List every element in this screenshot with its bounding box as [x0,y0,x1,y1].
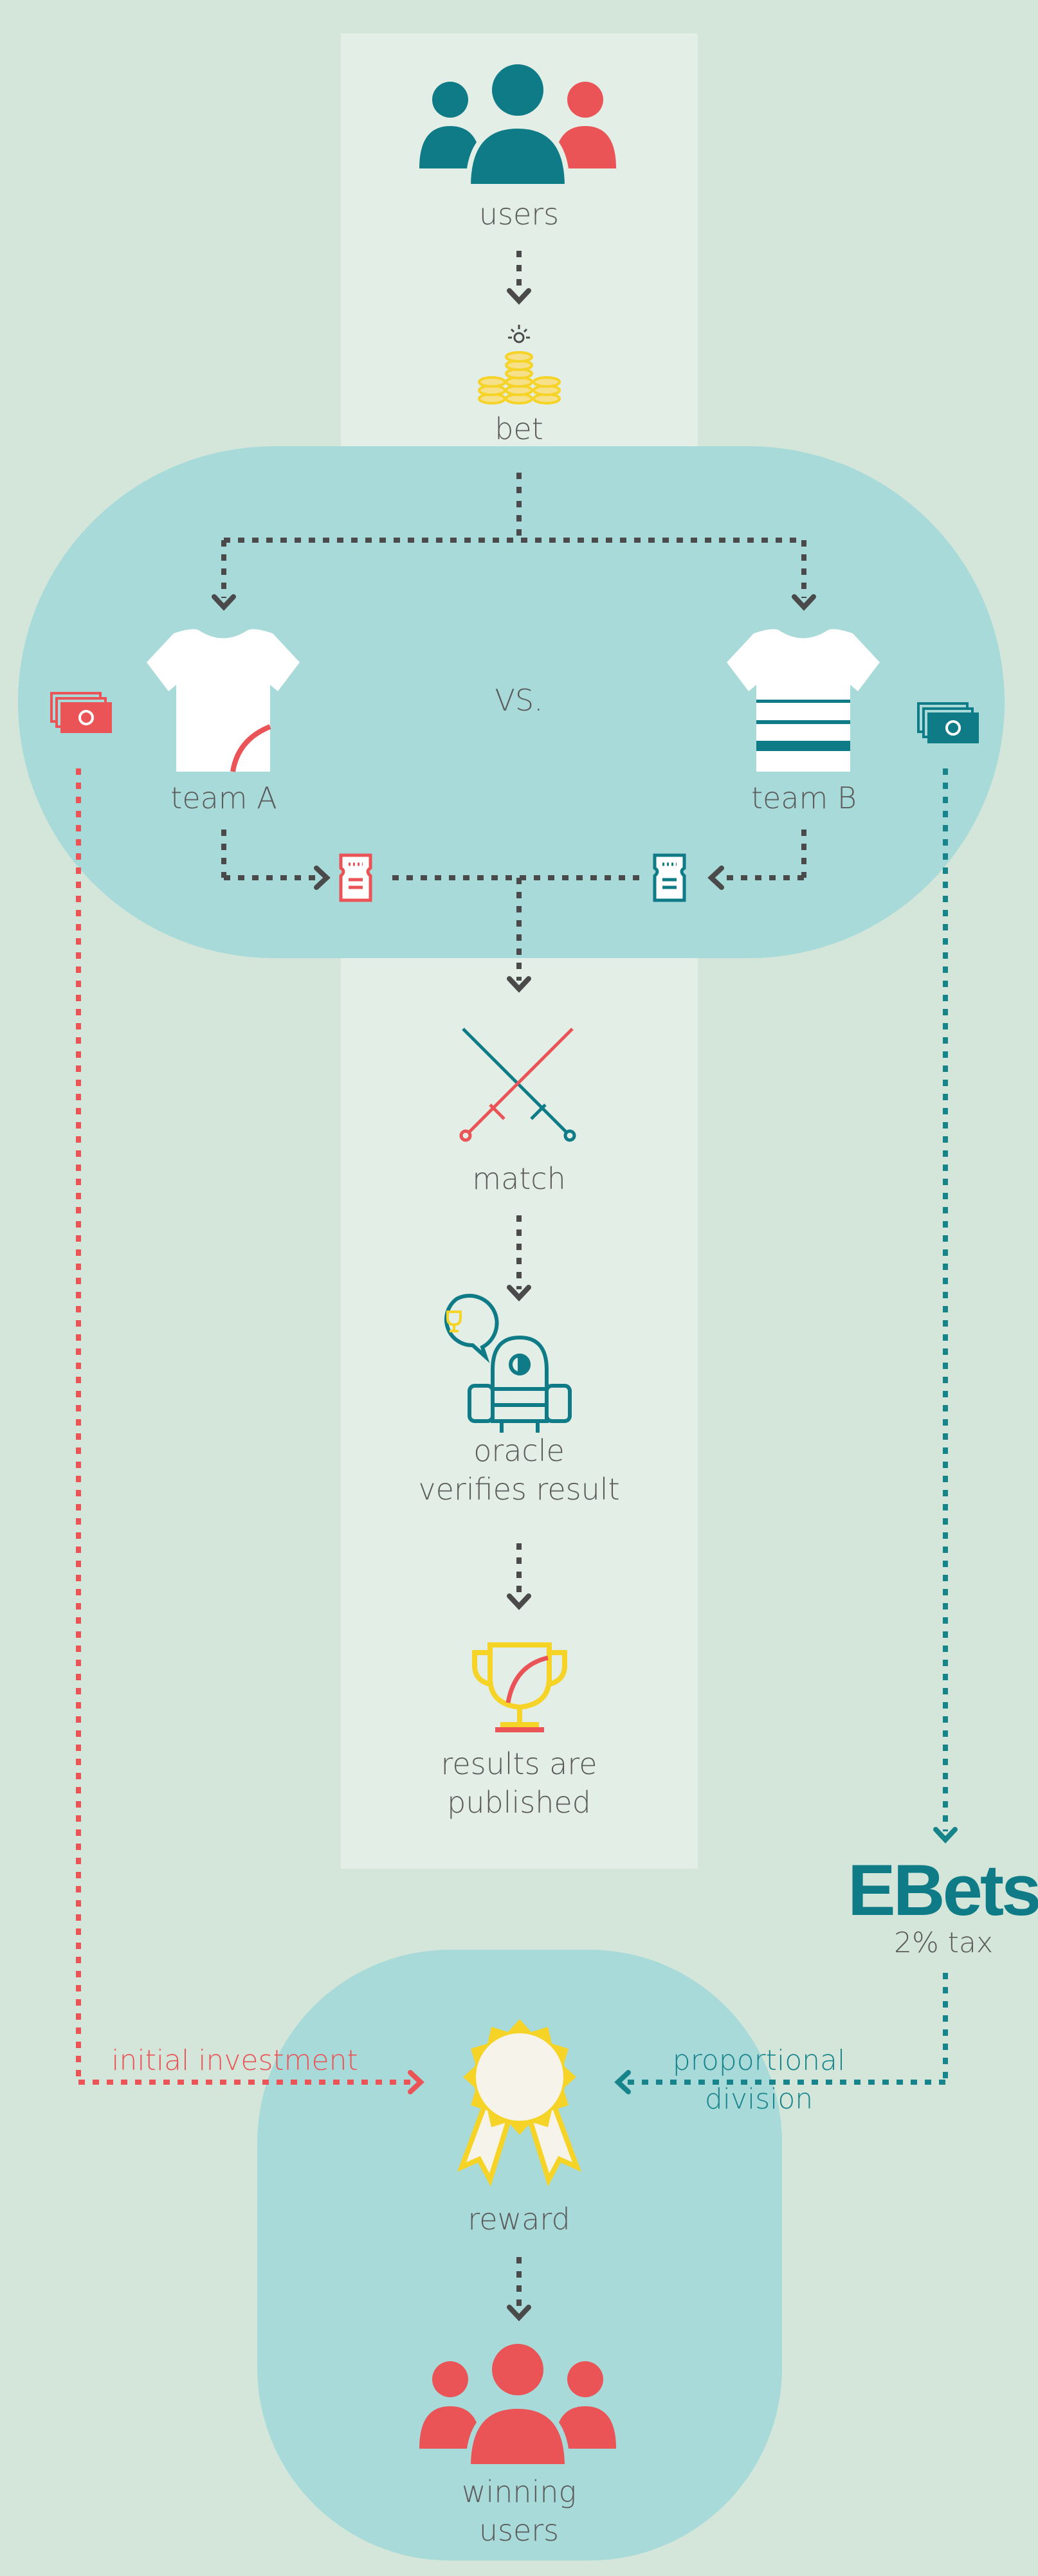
users-icon [419,59,616,189]
arrowhead [707,866,724,890]
tshirt-icon [727,629,880,772]
node-winning-line2: users [478,2513,560,2548]
node-results-line2: published [447,1785,591,1820]
node-team-b: team B [751,781,857,815]
arrowhead [507,2305,531,2321]
arrowhead [507,1285,531,1302]
arrow-teams-tickets [221,830,806,981]
node-team-a: team A [170,781,277,815]
robot-icon [444,1294,572,1433]
arrowhead [507,288,531,305]
edge-proportional-line2: division [704,2083,814,2116]
arrowhead [792,594,816,611]
tshirt-icon [147,629,300,772]
swords-icon [459,1028,576,1142]
node-reward: reward [468,2202,570,2236]
arrowhead [212,594,236,611]
arrow-initial-investment [76,768,412,2085]
node-bet: bet [495,412,543,446]
ticket-icon [653,853,686,902]
tax-label: 2% tax [894,1927,994,1959]
medal-icon [457,2019,582,2187]
cash-icon [917,702,979,743]
edge-initial-investment: initial investment [111,2044,358,2077]
ebets-logo: EBets [848,1850,1038,1930]
arrowhead [614,2070,631,2094]
node-match: match [472,1161,566,1196]
node-users: users [478,197,560,231]
winning-users-icon [419,2339,616,2469]
edge-proportional-line1: proportional [672,2044,846,2077]
trophy-icon [472,1642,567,1732]
arrowhead [408,2070,424,2094]
node-results-line1: results are [441,1746,597,1781]
ticket-icon [339,853,372,902]
cash-icon [50,692,112,733]
arrowhead [314,866,331,890]
node-oracle-line2: verifies result [418,1472,620,1507]
vs-label: VS. [495,683,543,718]
arrow-tax-path [627,768,948,2085]
node-oracle-line1: oracle [473,1433,565,1468]
coins-icon [478,325,561,404]
arrow-bet-split [221,473,806,598]
node-winning-line1: winning [461,2474,577,2509]
arrowhead [933,1827,958,1844]
arrowhead [507,1593,531,1610]
arrowhead [507,976,531,993]
